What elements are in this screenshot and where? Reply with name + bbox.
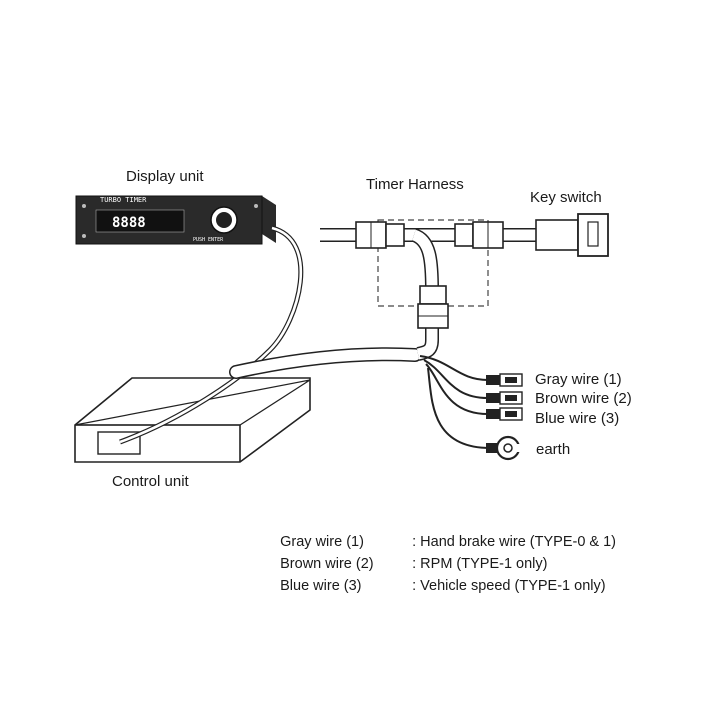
legend-desc: : Vehicle speed (TYPE-1 only) xyxy=(412,578,606,594)
legend-desc: : RPM (TYPE-1 only) xyxy=(412,556,548,572)
key-switch xyxy=(535,213,609,257)
label-control-unit: Control unit xyxy=(112,473,190,490)
legend-desc: : Hand brake wire (TYPE-0 & 1) xyxy=(412,534,617,550)
label-blue-wire: Blue wire (3) xyxy=(535,410,619,427)
control-unit xyxy=(74,377,311,463)
legend-row-blue: Blue wire (3) : Vehicle speed (TYPE-1 onl… xyxy=(264,562,616,594)
display-unit: TURBO TIMER 8888 PUSH ENTER xyxy=(75,195,276,245)
harness-connector-right xyxy=(454,221,504,249)
label-timer-harness: Timer Harness xyxy=(366,176,464,193)
legend-row-brown: Brown wire (2) : RPM (TYPE-1 only) xyxy=(264,540,616,572)
legend-wire: Gray wire (1) xyxy=(280,534,364,550)
label-earth: earth xyxy=(536,441,570,458)
legend-wire: Brown wire (2) xyxy=(280,556,374,572)
brown-wire-terminal xyxy=(486,391,523,405)
earth-terminal xyxy=(486,435,522,461)
label-display-unit: Display unit xyxy=(126,168,204,185)
harness-connector-branch xyxy=(417,285,449,329)
display-digits: 8888 xyxy=(112,215,146,231)
display-button-text: PUSH ENTER xyxy=(193,237,224,243)
harness-connector-left xyxy=(355,221,405,249)
legend-row-gray: Gray wire (1) : Hand brake wire (TYPE-0 &… xyxy=(264,518,616,550)
gray-wire-terminal xyxy=(486,373,523,387)
brown-wire-line xyxy=(423,359,489,399)
earth-wire-line xyxy=(427,367,491,449)
wire-legend: Gray wire (1) : Hand brake wire (TYPE-0 &… xyxy=(264,518,616,594)
display-brand: TURBO TIMER xyxy=(100,196,147,204)
label-brown-wire: Brown wire (2) xyxy=(535,390,632,407)
blue-wire-line xyxy=(425,363,489,415)
blue-wire-terminal xyxy=(486,407,523,421)
legend-wire: Blue wire (3) xyxy=(280,578,362,594)
label-gray-wire: Gray wire (1) xyxy=(535,371,622,388)
control-unit-port xyxy=(97,431,141,455)
label-key-switch: Key switch xyxy=(530,189,602,206)
display-screen xyxy=(95,209,185,233)
signal-wires xyxy=(419,355,491,449)
gray-wire-line xyxy=(419,355,489,381)
